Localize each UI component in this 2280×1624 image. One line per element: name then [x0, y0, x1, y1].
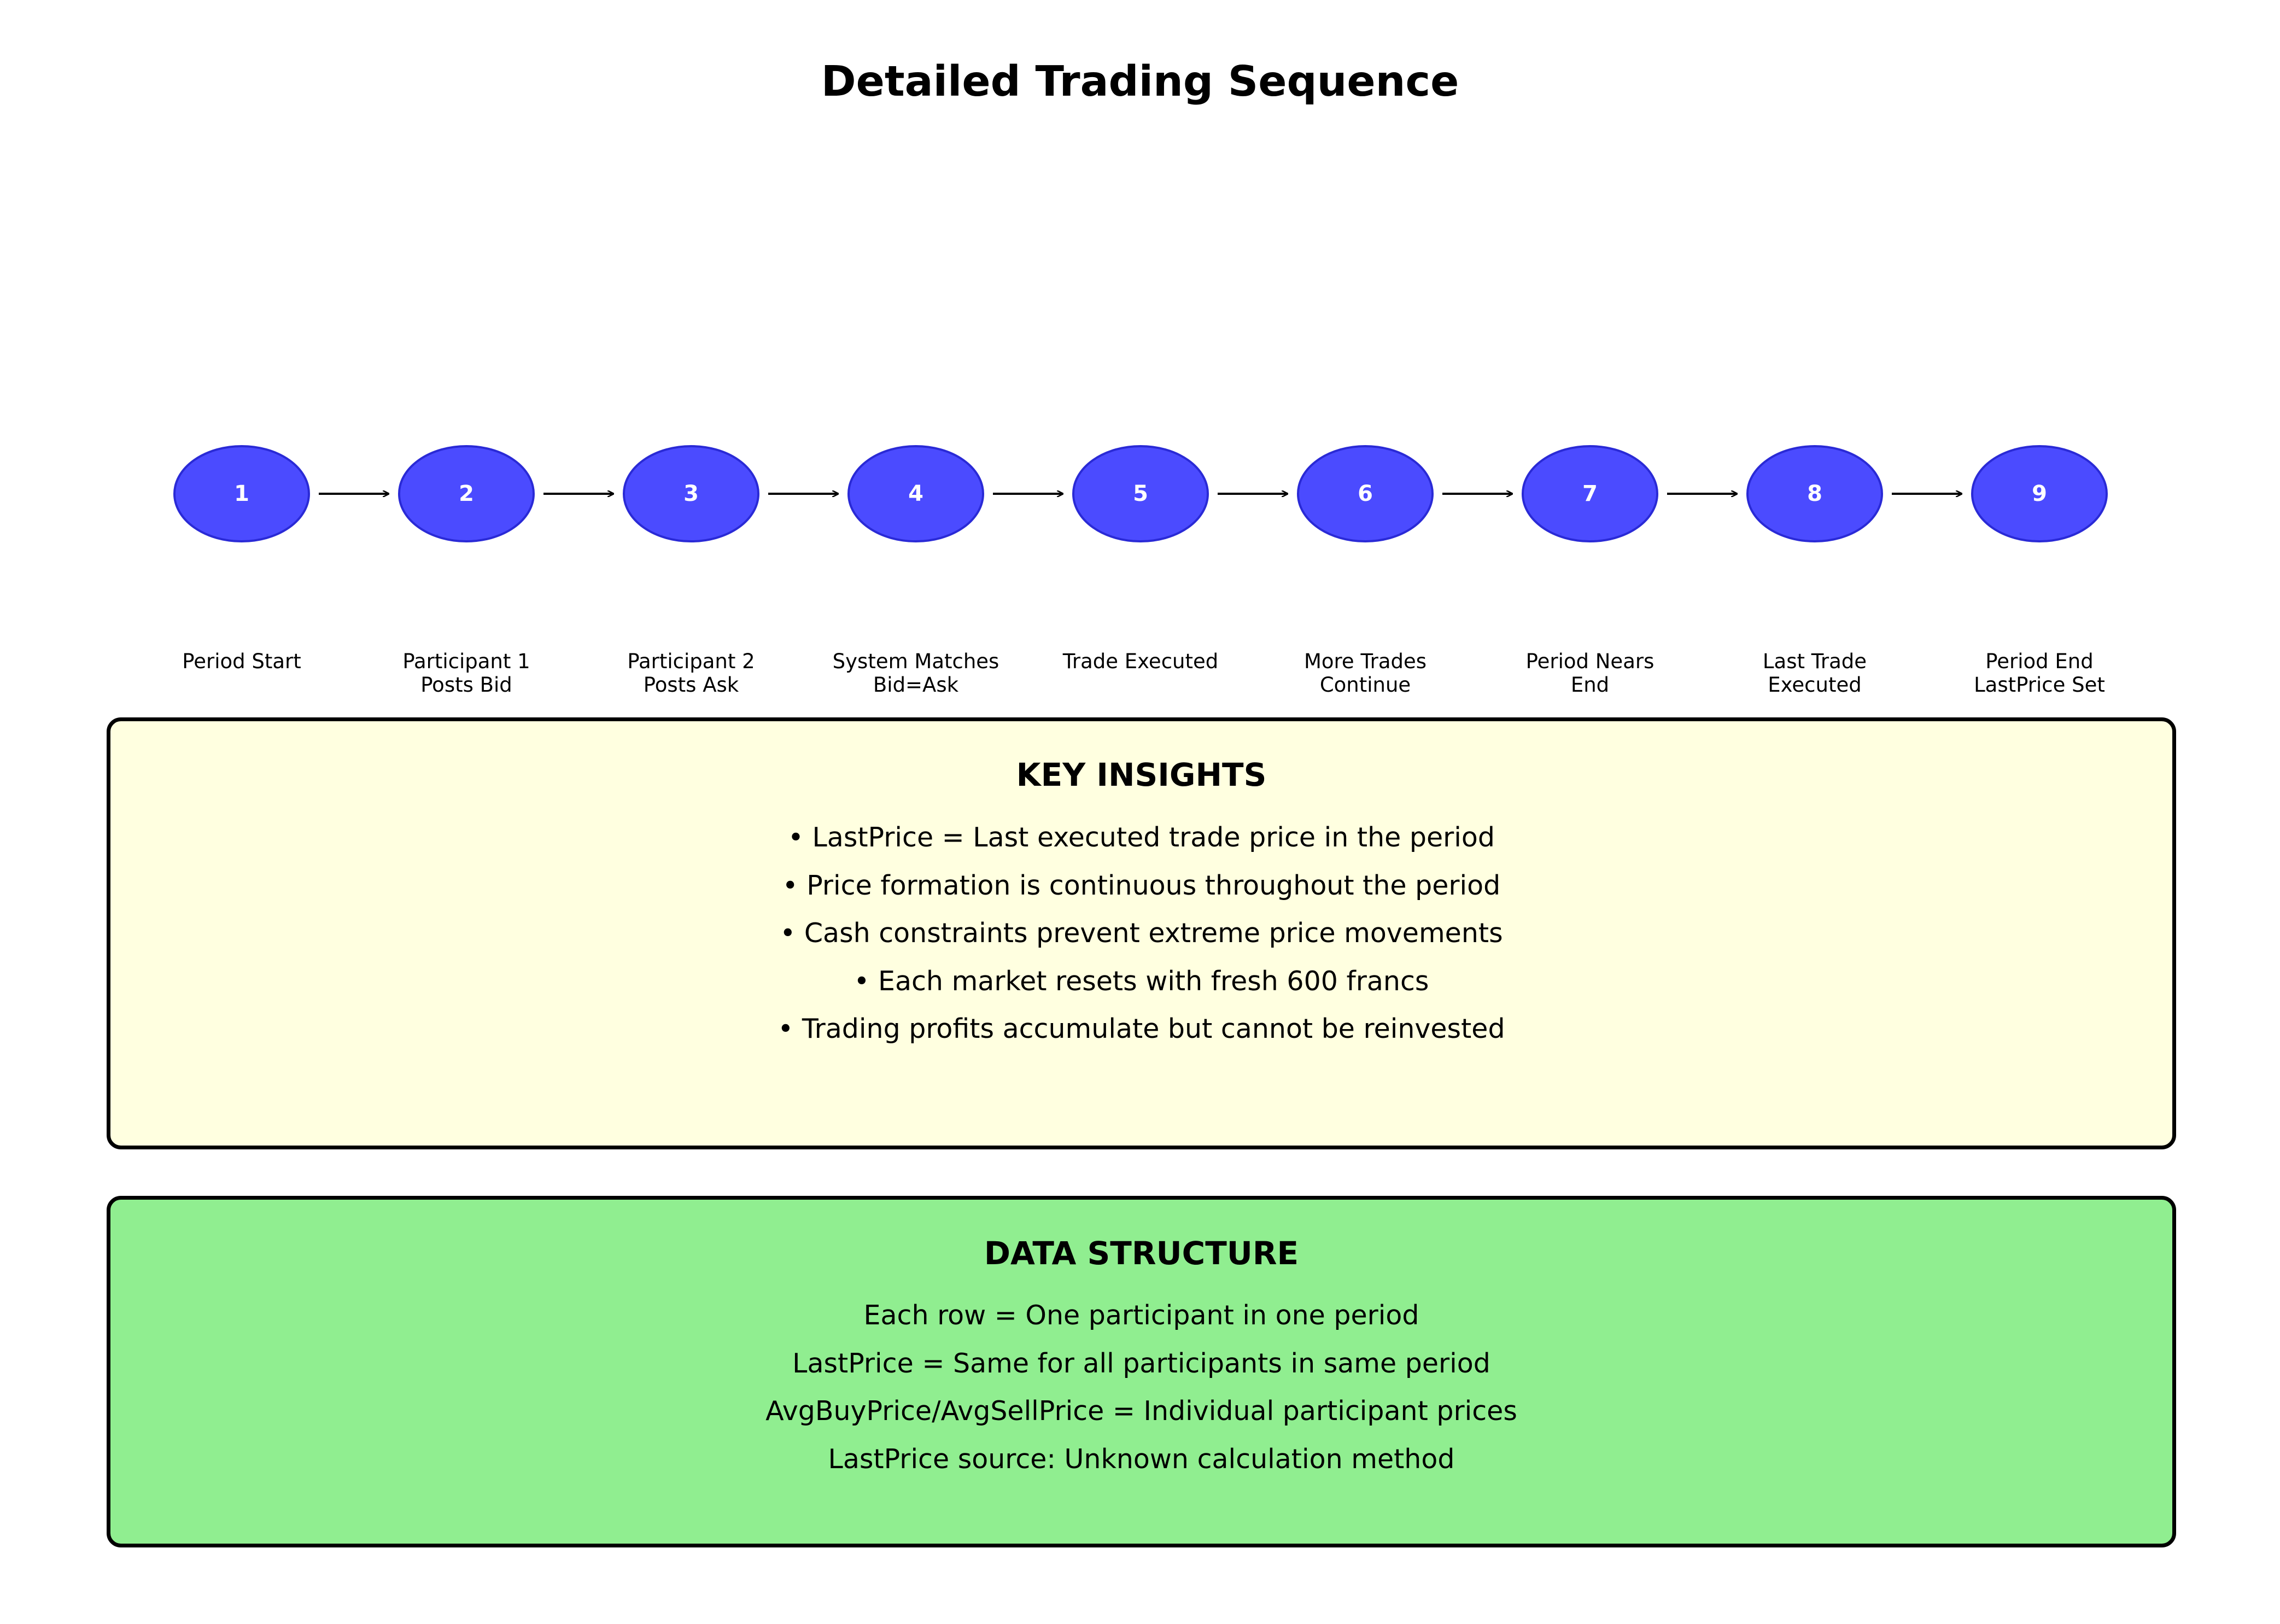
diagram-title: Detailed Trading Sequence: [821, 57, 1459, 106]
step-node: 7: [1522, 445, 1658, 542]
step-number: 9: [2032, 481, 2047, 506]
key-insights-title: KEY INSIGHTS: [1016, 756, 1267, 793]
step-number: 7: [1582, 481, 1598, 506]
sequence-flow: 1 2 3 4 5 6 7 8: [173, 445, 2108, 542]
step-node-circle: [623, 445, 759, 542]
insight-item: • Cash constraints prevent extreme price…: [780, 918, 1503, 949]
step-node-circle: [1072, 445, 1209, 542]
step-node: 4: [847, 445, 984, 542]
step-node: 6: [1297, 445, 1434, 542]
step-node: 2: [398, 445, 535, 542]
step-label: Trade Executed: [1062, 650, 1219, 673]
step-node-circle: [1297, 445, 1434, 542]
key-insights-panel: KEY INSIGHTS • LastPrice = Last executed…: [107, 717, 2176, 1149]
insight-item: • LastPrice = Last executed trade price …: [788, 822, 1495, 853]
step-node-circle: [1522, 445, 1658, 542]
insight-item: • Price formation is continuous througho…: [782, 870, 1501, 901]
data-structure-item: Each row = One participant in one period: [863, 1300, 1419, 1331]
step-node-circle: [1971, 445, 2108, 542]
data-structure-panel: DATA STRUCTURE Each row = One participan…: [107, 1196, 2176, 1547]
step-number: 5: [1133, 481, 1148, 506]
step-label: Period Start: [182, 650, 301, 673]
step-node-circle: [1746, 445, 1883, 542]
step-number: 4: [908, 481, 923, 506]
step-node-circle: [173, 445, 310, 542]
data-structure-item: LastPrice source: Unknown calculation me…: [828, 1444, 1455, 1475]
step-node: 1: [173, 445, 310, 542]
step-label: Last Trade Executed: [1762, 650, 1867, 697]
step-number: 2: [459, 481, 474, 506]
step-label: Period Nears End: [1525, 650, 1655, 697]
step-number: 8: [1807, 481, 1822, 506]
data-structure-item: AvgBuyPrice/AvgSellPrice = Individual pa…: [765, 1395, 1517, 1427]
step-number: 1: [234, 481, 249, 506]
step-node: 3: [623, 445, 759, 542]
insight-item: • Trading profits accumulate but cannot …: [777, 1013, 1505, 1044]
step-label: System Matches Bid=Ask: [832, 650, 999, 697]
step-label: Period End LastPrice Set: [1974, 650, 2105, 697]
data-structure-title: DATA STRUCTURE: [984, 1235, 1299, 1272]
data-structure-item: LastPrice = Same for all participants in…: [792, 1348, 1490, 1379]
step-node-circle: [398, 445, 535, 542]
step-node: 9: [1971, 445, 2108, 542]
step-node-circle: [847, 445, 984, 542]
insight-item: • Each market resets with fresh 600 fran…: [853, 966, 1429, 997]
step-node: 8: [1746, 445, 1883, 542]
step-label: More Trades Continue: [1303, 650, 1427, 697]
step-label: Participant 1 Posts Bid: [402, 650, 530, 697]
step-number: 3: [683, 481, 699, 506]
step-number: 6: [1358, 481, 1373, 506]
step-label: Participant 2 Posts Ask: [627, 650, 755, 697]
step-node: 5: [1072, 445, 1209, 542]
